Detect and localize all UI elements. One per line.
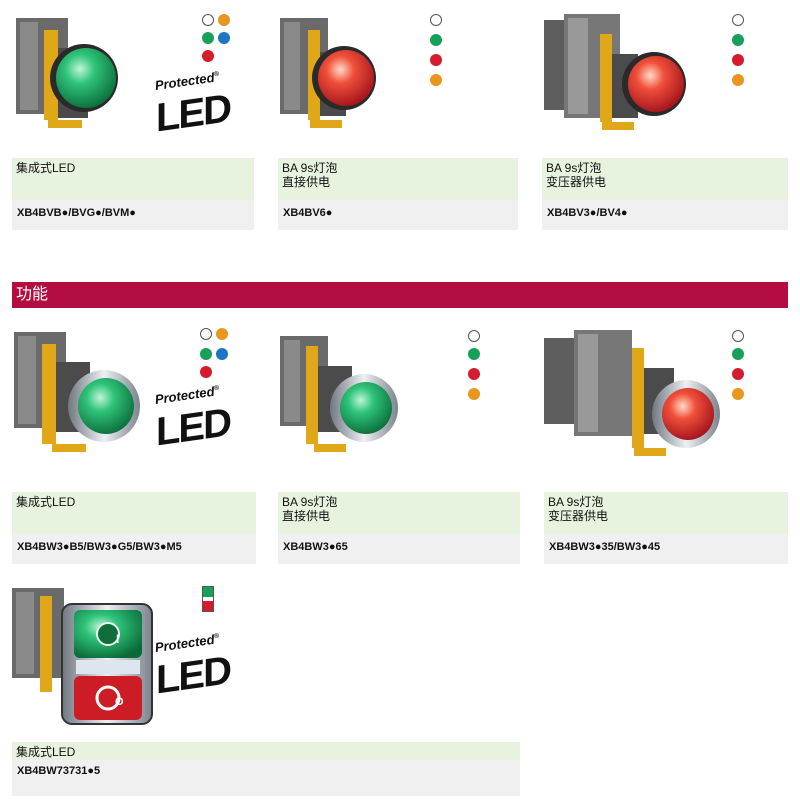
product-card-3: BA 9s灯泡 变压器供电 XB4BV3●/BV4● <box>542 8 788 230</box>
color-dot-green <box>202 32 214 44</box>
color-dot-white <box>202 14 214 26</box>
protected-led-logo: Protected® LED <box>154 384 236 455</box>
color-dot-red <box>200 366 212 378</box>
product-card-1: Protected® LED 集成式LED XB4BVB●/BVG●/BVM● <box>12 8 254 230</box>
product-code: XB4BW3●35/BW3●45 <box>544 534 788 564</box>
color-dot-white <box>430 14 442 26</box>
led-text: LED <box>156 400 230 455</box>
product-code: XB4BW3●B5/BW3●G5/BW3●M5 <box>12 534 256 564</box>
product-name-line: BA 9s灯泡 <box>282 495 338 509</box>
color-dot-red <box>468 368 480 380</box>
color-dot-orange <box>732 388 744 400</box>
bicolor-white <box>203 597 213 601</box>
color-dot-orange <box>216 328 228 340</box>
color-dot-red <box>202 50 214 62</box>
protected-led-logo: Protected® LED <box>154 632 236 703</box>
bicolor-indicator <box>202 586 214 612</box>
color-dot-red <box>732 368 744 380</box>
product-name: 集成式LED <box>12 158 254 200</box>
product-name-line: 变压器供电 <box>546 175 607 189</box>
product-code: XB4BW73731●5 <box>12 760 520 796</box>
stop-symbol: O <box>115 696 124 708</box>
color-dot-white <box>200 328 212 340</box>
product-name: BA 9s灯泡 直接供电 <box>278 492 520 534</box>
product-code: XB4BVB●/BVG●/BVM● <box>12 200 254 230</box>
start-symbol: I <box>116 632 120 646</box>
product-name-line: 直接供电 <box>282 175 331 189</box>
bicolor-green <box>203 587 213 597</box>
product-name: 集成式LED <box>12 492 256 534</box>
protected-led-logo: Protected® LED <box>154 70 236 141</box>
double-headed-push-button-image <box>12 588 153 725</box>
product-card-4: Protected® LED 集成式LED XB4BW3●B5/BW3●G5/B… <box>12 322 256 564</box>
color-dot-orange <box>732 74 744 86</box>
product-name-line: BA 9s灯泡 <box>546 161 602 175</box>
color-dot-green <box>732 348 744 360</box>
color-dot-blue <box>216 348 228 360</box>
led-text: LED <box>156 86 230 141</box>
bicolor-red <box>203 601 213 611</box>
led-text: LED <box>156 648 230 703</box>
product-card-7: I O Protected® LED 集成式LED XB4BW73731●5 <box>12 580 520 796</box>
color-dot-red <box>430 54 442 66</box>
color-dot-green <box>732 34 744 46</box>
product-name: BA 9s灯泡 变压器供电 <box>544 492 788 534</box>
product-name-line: 直接供电 <box>282 509 331 523</box>
product-name-line: 集成式LED <box>16 495 76 509</box>
product-code: XB4BV6● <box>278 200 518 230</box>
product-name-line: BA 9s灯泡 <box>282 161 338 175</box>
product-name-line: 集成式LED <box>16 161 76 175</box>
product-code: XB4BV3●/BV4● <box>542 200 788 230</box>
pilot-light-transformer-red-image <box>544 14 686 130</box>
section-banner: 功能 <box>12 282 788 308</box>
push-button-green-image <box>280 336 398 452</box>
color-dot-white <box>732 14 744 26</box>
pilot-light-red-image <box>280 18 376 128</box>
product-card-6: BA 9s灯泡 变压器供电 XB4BW3●35/BW3●45 <box>544 322 788 564</box>
push-button-green-led-image <box>14 332 140 452</box>
registered-mark: ® <box>213 632 220 641</box>
color-dot-orange <box>430 74 442 86</box>
product-card-5: BA 9s灯泡 直接供电 XB4BW3●65 <box>278 322 520 564</box>
color-dot-white <box>732 330 744 342</box>
product-card-2: BA 9s灯泡 直接供电 XB4BV6● <box>278 8 518 230</box>
push-button-transformer-red-image <box>544 330 720 456</box>
product-code: XB4BW3●65 <box>278 534 520 564</box>
color-dot-green <box>430 34 442 46</box>
product-name: BA 9s灯泡 变压器供电 <box>542 158 788 200</box>
color-dot-red <box>732 54 744 66</box>
product-name-line: BA 9s灯泡 <box>548 495 604 509</box>
product-name-line: 变压器供电 <box>548 509 609 523</box>
color-dot-white <box>468 330 480 342</box>
color-dot-orange <box>468 388 480 400</box>
color-dot-green <box>200 348 212 360</box>
pilot-light-green-led-image <box>16 18 118 128</box>
product-name-line: 集成式LED <box>16 745 76 759</box>
registered-mark: ® <box>213 384 220 393</box>
color-dot-blue <box>218 32 230 44</box>
color-dot-green <box>468 348 480 360</box>
registered-mark: ® <box>213 70 220 79</box>
color-dot-orange <box>218 14 230 26</box>
product-name: BA 9s灯泡 直接供电 <box>278 158 518 200</box>
